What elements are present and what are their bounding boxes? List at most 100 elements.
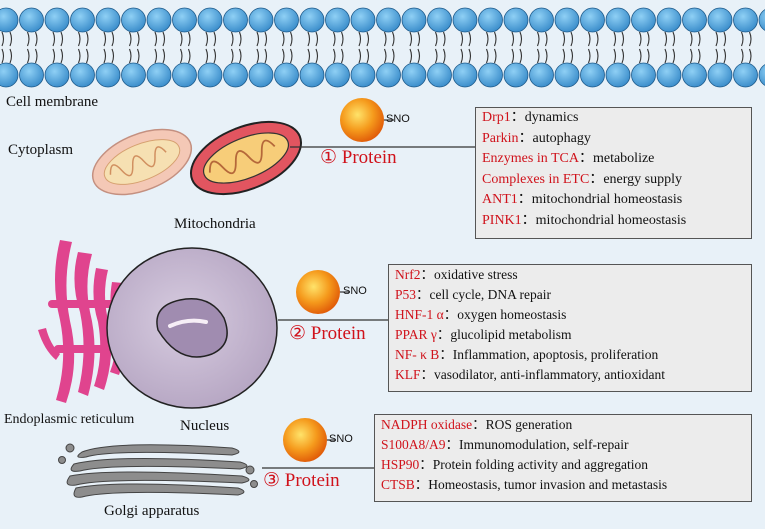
lipid-tail: [289, 48, 293, 64]
lipid-tail: [715, 31, 719, 47]
protein-function: ：glucolipid metabolism: [436, 327, 572, 342]
lipid-head: [146, 7, 172, 33]
lipid-tail: [111, 48, 115, 64]
golgi-protein-box: NADPH oxidase：ROS generation S100A8/A9：I…: [374, 414, 752, 502]
golgi-apparatus: [58, 443, 258, 498]
lipid-head: [631, 7, 656, 33]
lipid-head: [248, 7, 274, 33]
lipid-tail: [213, 31, 217, 47]
lipid-tail: [434, 48, 438, 64]
lipid-head: [580, 62, 605, 88]
nucleus: [106, 247, 278, 409]
lipid-tail: [613, 48, 617, 64]
lipid-tail: [154, 48, 158, 64]
lipid-head: [197, 7, 223, 33]
protein-row: CTSB：Homeostasis, tumor invasion and met…: [381, 478, 745, 498]
lipid-head: [631, 62, 656, 88]
lipid-tail: [34, 31, 38, 47]
lipid-tail: [646, 31, 650, 47]
lipid-tail: [238, 31, 242, 47]
lipid-head: [146, 62, 172, 88]
lipid-tail: [366, 31, 370, 47]
nucleus-protein-box: Nrf2：oxidative stress P53：cell cycle, DN…: [388, 264, 752, 392]
lipid-tail: [77, 48, 81, 64]
lipid-tail: [366, 48, 370, 64]
protein-row: HNF-1 α：oxygen homeostasis: [395, 308, 745, 328]
protein-row: PINK1：mitochondrial homeostasis: [482, 212, 745, 235]
lipid-tail: [85, 31, 89, 47]
lipid-tail: [587, 48, 591, 64]
lipid-tail: [230, 31, 234, 47]
lipid-tail: [621, 31, 625, 47]
lipid-tail: [332, 48, 336, 64]
sno-ball-2: [296, 270, 340, 314]
lipid-tail: [536, 48, 540, 64]
lipid-head: [325, 7, 350, 33]
protein-name: ANT1: [482, 192, 518, 207]
sno-ball-1: [340, 98, 384, 142]
lipid-tail: [442, 48, 446, 64]
lipid-head: [503, 7, 529, 33]
lipid-head: [0, 62, 19, 88]
cell-membrane: [0, 7, 765, 88]
protein-name: CTSB: [381, 477, 415, 492]
protein-function: ：Immunomodulation, self-repair: [445, 437, 629, 452]
lipid-tail: [1, 48, 5, 64]
lipid-tail: [340, 48, 344, 64]
lipid-head: [299, 62, 325, 88]
protein-function: ：autophagy: [518, 130, 591, 146]
lipid-tail: [613, 31, 617, 47]
lipid-tail: [1, 31, 5, 47]
protein-name: Parkin: [482, 130, 519, 146]
lipid-tail: [511, 31, 515, 47]
lipid-tail: [409, 48, 413, 64]
lipid-tail: [638, 31, 642, 47]
lipid-tail: [595, 31, 599, 47]
lipid-head: [95, 62, 121, 88]
lipid-tail: [26, 31, 30, 47]
lipid-head: [580, 7, 605, 33]
lipid-head: [707, 62, 733, 88]
lipid-tail: [315, 31, 319, 47]
lipid-tail: [417, 31, 421, 47]
lipid-tail: [103, 48, 107, 64]
lipid-tail: [485, 48, 489, 64]
protein-function: ：ROS generation: [472, 417, 573, 432]
protein-function: ：mitochondrial homeostasis: [521, 212, 687, 228]
lipid-tail: [103, 31, 107, 47]
protein-marker-3: ③ Protein: [263, 470, 340, 491]
sno-label-3: SNO: [329, 433, 353, 445]
lipid-tail: [383, 48, 387, 64]
lipid-head: [758, 9, 765, 31]
protein-row: Complexes in ETC：energy supply: [482, 172, 745, 194]
lipid-head: [605, 7, 631, 33]
lipid-tail: [511, 48, 515, 64]
lipid-head: [401, 7, 427, 33]
lipid-head: [707, 7, 733, 33]
lipid-tail: [256, 31, 260, 47]
lipid-tail: [26, 48, 30, 64]
protein-row: ANT1：mitochondrial homeostasis: [482, 193, 745, 214]
protein-row: HSP90：Protein folding activity and aggre…: [381, 458, 745, 478]
lipid-tail: [460, 48, 464, 64]
lipid-tail: [332, 31, 336, 47]
protein-function: ：metabolize: [578, 151, 655, 166]
protein-name: KLF: [395, 367, 421, 382]
lipid-head: [121, 62, 146, 88]
lipid-tail: [60, 48, 64, 64]
label-nucleus: Nucleus: [180, 418, 230, 434]
lipid-tail: [697, 31, 701, 47]
lipid-tail: [187, 48, 191, 64]
lipid-tail: [587, 31, 591, 47]
lipid-tail: [672, 48, 676, 64]
lipid-tail: [162, 48, 166, 64]
protein-name: S100A8/A9: [381, 437, 446, 452]
lipid-head: [70, 7, 95, 33]
lipid-tail: [52, 31, 56, 47]
lipid-tail: [52, 48, 56, 64]
lipid-head: [733, 7, 758, 33]
lipid-tail: [460, 31, 464, 47]
lipid-head: [427, 7, 452, 33]
lipid-tail: [281, 31, 285, 47]
